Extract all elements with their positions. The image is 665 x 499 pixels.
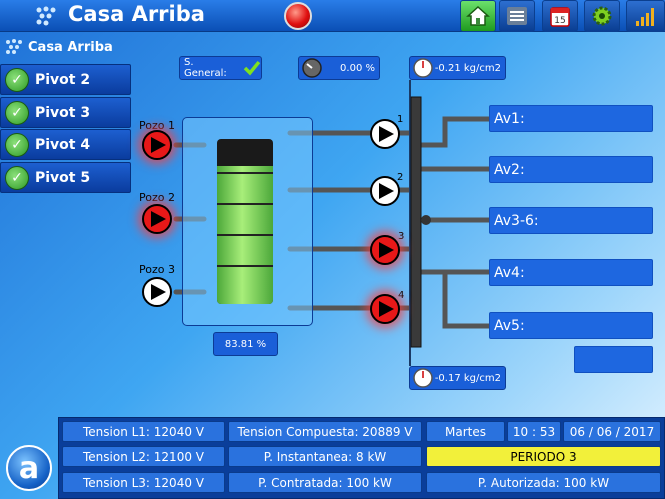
tank-level-box: 83.81 %	[213, 332, 278, 356]
general-status-box: S. General:	[179, 56, 262, 80]
sidebar-item-pivot-4[interactable]: ✓ Pivot 4	[0, 129, 131, 160]
pump-4-label: 4	[398, 290, 405, 301]
pump-2-label: 2	[397, 172, 404, 183]
play-icon	[379, 126, 394, 142]
app-title: Casa Arriba	[68, 2, 205, 26]
pressure-bottom-value: -0.17 kg/cm2	[434, 372, 501, 384]
list-button[interactable]	[499, 0, 535, 32]
sidebar-title: Casa Arriba	[28, 39, 113, 55]
sidebar-item-pivot-5[interactable]: ✓ Pivot 5	[0, 162, 131, 193]
leaf-icon: ✓	[5, 67, 29, 92]
sidebar-item-pivot-3[interactable]: ✓ Pivot 3	[0, 97, 131, 128]
play-icon	[151, 137, 166, 153]
home-icon	[466, 5, 490, 26]
sidebar-item-label: Pivot 3	[35, 104, 91, 121]
pressure-top-box: -0.21 kg/cm2	[409, 56, 506, 80]
well-3-label: Pozo 3	[139, 263, 175, 276]
sidebar-header: Casa Arriba	[4, 38, 113, 56]
well-3-pump[interactable]	[142, 277, 172, 307]
water-drops-icon	[34, 5, 60, 27]
percent-box: 0.00 %	[298, 56, 380, 80]
signal-button[interactable]	[626, 0, 665, 32]
sidebar-item-label: Pivot 4	[35, 136, 91, 153]
general-status-label: S. General:	[184, 57, 227, 79]
day-display: Martes	[426, 421, 505, 442]
valve-av3-6[interactable]: Av3-6:	[489, 207, 653, 234]
play-icon	[151, 284, 166, 300]
tank-divider	[217, 234, 273, 236]
signal-bars-icon	[635, 8, 654, 26]
calendar-icon: 15	[550, 7, 570, 27]
tank-divider	[217, 265, 273, 267]
tank-divider	[217, 203, 273, 205]
pressure-bottom-box: -0.17 kg/cm2	[409, 366, 506, 390]
calendar-button[interactable]: 15	[542, 0, 578, 32]
valve-av5[interactable]: Av5:	[489, 312, 653, 339]
time-display: 10 : 53	[507, 421, 561, 442]
sidebar-item-pivot-2[interactable]: ✓ Pivot 2	[0, 64, 131, 95]
tank-divider	[217, 172, 273, 174]
tank-level-indicator	[217, 139, 273, 304]
valve-av4[interactable]: Av4:	[489, 259, 653, 286]
valve-av2[interactable]: Av2:	[489, 156, 653, 183]
extra-valve-box[interactable]	[574, 346, 653, 373]
well-1-pump[interactable]	[142, 130, 172, 160]
svg-text:15: 15	[554, 16, 565, 26]
play-icon	[379, 242, 394, 258]
tension-l2: Tension L2: 12100 V	[62, 446, 225, 467]
play-icon	[379, 301, 394, 317]
tension-l3: Tension L3: 12040 V	[62, 472, 225, 493]
pump-2[interactable]	[370, 176, 400, 206]
well-1-label: Pozo 1	[139, 119, 175, 132]
pump-4[interactable]	[370, 294, 400, 324]
tension-compuesta: Tension Compuesta: 20889 V	[228, 421, 422, 442]
leaf-icon: ✓	[5, 165, 29, 190]
p-contratada: P. Contratada: 100 kW	[228, 472, 422, 493]
pressure-gauge-icon	[413, 58, 433, 78]
list-icon	[507, 7, 527, 25]
sidebar-item-label: Pivot 5	[35, 169, 91, 186]
gear-icon	[592, 6, 612, 26]
p-autorizada: P. Autorizada: 100 kW	[426, 472, 661, 493]
leaf-icon: ✓	[5, 132, 29, 157]
check-icon	[243, 60, 261, 76]
well-2-pump[interactable]	[142, 204, 172, 234]
date-display: 06 / 06 / 2017	[563, 421, 661, 442]
leaf-icon: ✓	[5, 100, 29, 125]
tank-level-value: 83.81 %	[224, 338, 267, 350]
home-button[interactable]	[460, 0, 496, 32]
sidebar-item-label: Pivot 2	[35, 71, 91, 88]
pump-3-label: 3	[398, 231, 405, 242]
p-instantanea: P. Instantanea: 8 kW	[228, 446, 422, 467]
percent-value: 0.00 %	[340, 62, 375, 74]
pressure-top-value: -0.21 kg/cm2	[434, 62, 501, 74]
periodo-indicator: PERIODO 3	[426, 446, 661, 467]
play-icon	[379, 183, 394, 199]
pump-1-label: 1	[397, 114, 404, 125]
stop-button[interactable]	[284, 2, 312, 30]
play-icon	[151, 211, 166, 227]
pump-1[interactable]	[370, 119, 400, 149]
settings-button[interactable]	[584, 0, 620, 32]
gauge-icon	[302, 58, 322, 78]
water-drops-icon	[6, 39, 22, 54]
app-logo: a	[6, 445, 52, 491]
pressure-gauge-icon	[413, 368, 433, 388]
well-2-label: Pozo 2	[139, 191, 175, 204]
tension-l1: Tension L1: 12040 V	[62, 421, 225, 442]
pump-3[interactable]	[370, 235, 400, 265]
valve-av1[interactable]: Av1:	[489, 105, 653, 132]
